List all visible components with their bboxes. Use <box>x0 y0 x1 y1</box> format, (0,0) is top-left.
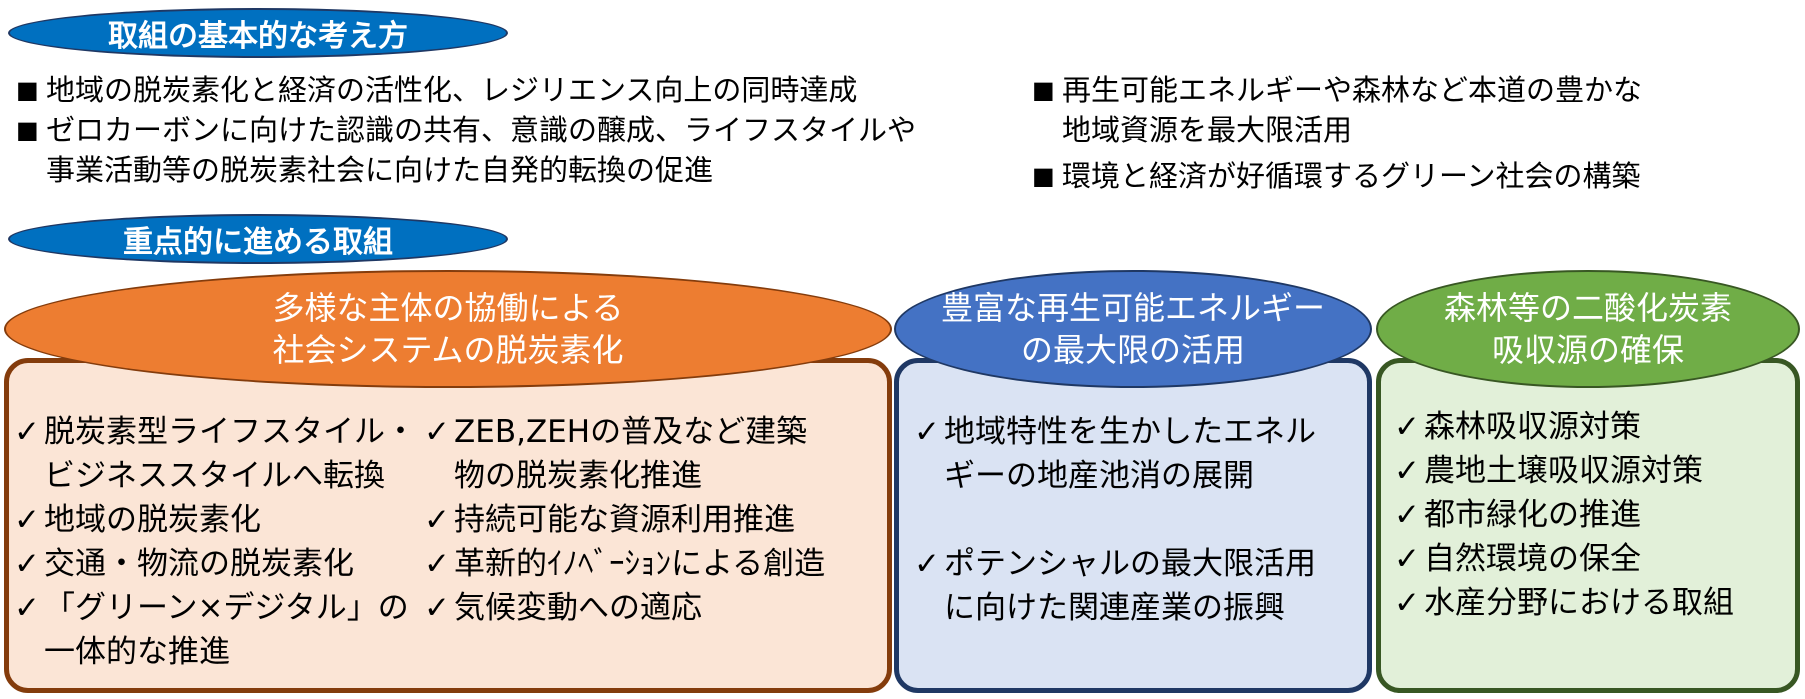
square-bullet-icon: ■ <box>1032 162 1055 190</box>
item-text: 農地土壌吸収源対策 <box>1424 453 1703 489</box>
check-item: ✓ ZEB,ZEHの普及など建築 物の脱炭素化推進 <box>424 410 825 498</box>
check-item: ✓ 「グリーン×デジタル」の 一体的な推進 <box>14 586 416 674</box>
check-item: ✓ 水産分野における取組 <box>1394 581 1734 625</box>
section-title-basic: 取組の基本的な考え方 <box>8 8 508 58</box>
principle-text: 再生可能エネルギーや森林など本道の豊かな <box>1062 73 1643 107</box>
principle-item: ■ 再生可能エネルギーや森林など本道の豊かな 地域資源を最大限活用 <box>1028 70 1642 150</box>
check-icon: ✓ <box>1394 409 1420 445</box>
heading-line: の最大限の活用 <box>1020 331 1245 369</box>
section-title-focus-text: 重点的に進める取組 <box>123 225 393 260</box>
energy-items: ✓ 地域特性を生かしたエネル ギーの地産池消の展開 ✓ ポテンシャルの最大限活用… <box>914 410 1316 630</box>
heading-line: 多様な主体の協働による <box>272 289 624 327</box>
check-item: ✓ 気候変動への適応 <box>424 586 825 630</box>
item-text: ビジネススタイルへ転換 <box>44 458 385 494</box>
item-text: 自然環境の保全 <box>1424 541 1641 577</box>
principle-item: ■ ゼロカーボンに向けた認識の共有、意識の醸成、ライフスタイルや 事業活動等の脱… <box>12 110 916 190</box>
check-item: ✓ 地域の脱炭素化 <box>14 498 416 542</box>
principle-text: 環境と経済が好循環するグリーン社会の構築 <box>1062 159 1641 193</box>
forest-column-box <box>1376 358 1800 693</box>
square-bullet-icon: ■ <box>1032 76 1055 104</box>
check-item: ✓ ポテンシャルの最大限活用 に向けた関連産業の振興 <box>914 542 1316 630</box>
section-title-basic-text: 取組の基本的な考え方 <box>108 19 408 54</box>
item-text: 気候変動への適応 <box>454 590 702 626</box>
principle-text: ゼロカーボンに向けた認識の共有、意識の醸成、ライフスタイルや <box>46 113 917 147</box>
check-icon: ✓ <box>424 502 450 538</box>
item-text: 持続可能な資源利用推進 <box>454 502 795 538</box>
heading-line: 豊富な再生可能エネルギー <box>940 289 1325 327</box>
check-icon: ✓ <box>424 590 450 626</box>
item-text: 地域の脱炭素化 <box>44 502 261 538</box>
check-icon: ✓ <box>1394 541 1420 577</box>
forest-column-heading: 森林等の二酸化炭素 吸収源の確保 <box>1376 270 1800 388</box>
item-text: 「グリーン×デジタル」の <box>44 590 409 626</box>
check-icon: ✓ <box>1394 453 1420 489</box>
heading-line: 森林等の二酸化炭素 <box>1443 289 1732 327</box>
item-text: 地域特性を生かしたエネル <box>944 414 1316 450</box>
item-text: 物の脱炭素化推進 <box>454 458 702 494</box>
item-text: ZEB,ZEHの普及など建築 <box>454 414 808 450</box>
check-item: ✓ 持続可能な資源利用推進 <box>424 498 825 542</box>
section-title-focus: 重点的に進める取組 <box>8 214 508 264</box>
principle-text: 地域の脱炭素化と経済の活性化、レジリエンス向上の同時達成 <box>46 73 858 107</box>
principle-item: ■ 環境と経済が好循環するグリーン社会の構築 <box>1028 156 1642 196</box>
check-icon: ✓ <box>14 546 40 582</box>
check-item: ✓ 脱炭素型ライフスタイル・ ビジネススタイルへ転換 <box>14 410 416 498</box>
square-bullet-icon: ■ <box>16 76 39 104</box>
energy-column-box <box>894 358 1372 693</box>
check-icon: ✓ <box>14 590 40 626</box>
check-item: ✓ 交通・物流の脱炭素化 <box>14 542 416 586</box>
check-item: ✓ 森林吸収源対策 <box>1394 405 1734 449</box>
item-text: 脱炭素型ライフスタイル・ <box>44 414 416 450</box>
check-item: ✓ 自然環境の保全 <box>1394 537 1734 581</box>
principles-list-left: ■ 地域の脱炭素化と経済の活性化、レジリエンス向上の同時達成 ■ ゼロカーボンに… <box>12 70 916 190</box>
item-text: ポテンシャルの最大限活用 <box>944 546 1316 582</box>
check-icon: ✓ <box>424 546 450 582</box>
item-text: 森林吸収源対策 <box>1424 409 1641 445</box>
forest-items: ✓ 森林吸収源対策 ✓ 農地土壌吸収源対策 ✓ 都市緑化の推進 ✓ 自然環境の保… <box>1394 405 1734 625</box>
check-icon: ✓ <box>914 414 940 450</box>
check-item: ✓ 地域特性を生かしたエネル ギーの地産池消の展開 <box>914 410 1316 498</box>
check-item: ✓ 革新的ｲﾉﾍﾞｰｼｮﾝによる創造 <box>424 542 825 586</box>
check-icon: ✓ <box>424 414 450 450</box>
society-items-right: ✓ ZEB,ZEHの普及など建築 物の脱炭素化推進 ✓ 持続可能な資源利用推進 … <box>424 410 825 630</box>
item-text: 都市緑化の推進 <box>1424 497 1641 533</box>
principle-item: ■ 地域の脱炭素化と経済の活性化、レジリエンス向上の同時達成 <box>12 70 916 110</box>
principles-list-right: ■ 再生可能エネルギーや森林など本道の豊かな 地域資源を最大限活用 ■ 環境と経… <box>1028 70 1642 196</box>
principle-text: 事業活動等の脱炭素社会に向けた自発的転換の促進 <box>46 153 714 187</box>
check-item: ✓ 農地土壌吸収源対策 <box>1394 449 1734 493</box>
item-text: 革新的ｲﾉﾍﾞｰｼｮﾝによる創造 <box>454 546 826 582</box>
check-icon: ✓ <box>1394 497 1420 533</box>
item-text: 交通・物流の脱炭素化 <box>44 546 354 582</box>
society-column-heading: 多様な主体の協働による 社会システムの脱炭素化 <box>4 270 892 388</box>
check-item: ✓ 都市緑化の推進 <box>1394 493 1734 537</box>
principle-text: 地域資源を最大限活用 <box>1062 113 1353 147</box>
society-items-left: ✓ 脱炭素型ライフスタイル・ ビジネススタイルへ転換 ✓ 地域の脱炭素化 ✓ 交… <box>14 410 416 674</box>
heading-line: 社会システムの脱炭素化 <box>272 331 624 369</box>
check-icon: ✓ <box>14 414 40 450</box>
item-text: ギーの地産池消の展開 <box>944 458 1254 494</box>
item-text: 一体的な推進 <box>44 634 230 670</box>
check-icon: ✓ <box>1394 585 1420 621</box>
heading-line: 吸収源の確保 <box>1491 331 1684 369</box>
check-icon: ✓ <box>914 546 940 582</box>
item-text: に向けた関連産業の振興 <box>944 590 1285 626</box>
item-text: 水産分野における取組 <box>1424 585 1734 621</box>
square-bullet-icon: ■ <box>16 116 39 144</box>
check-icon: ✓ <box>14 502 40 538</box>
energy-column-heading: 豊富な再生可能エネルギー の最大限の活用 <box>894 270 1372 388</box>
